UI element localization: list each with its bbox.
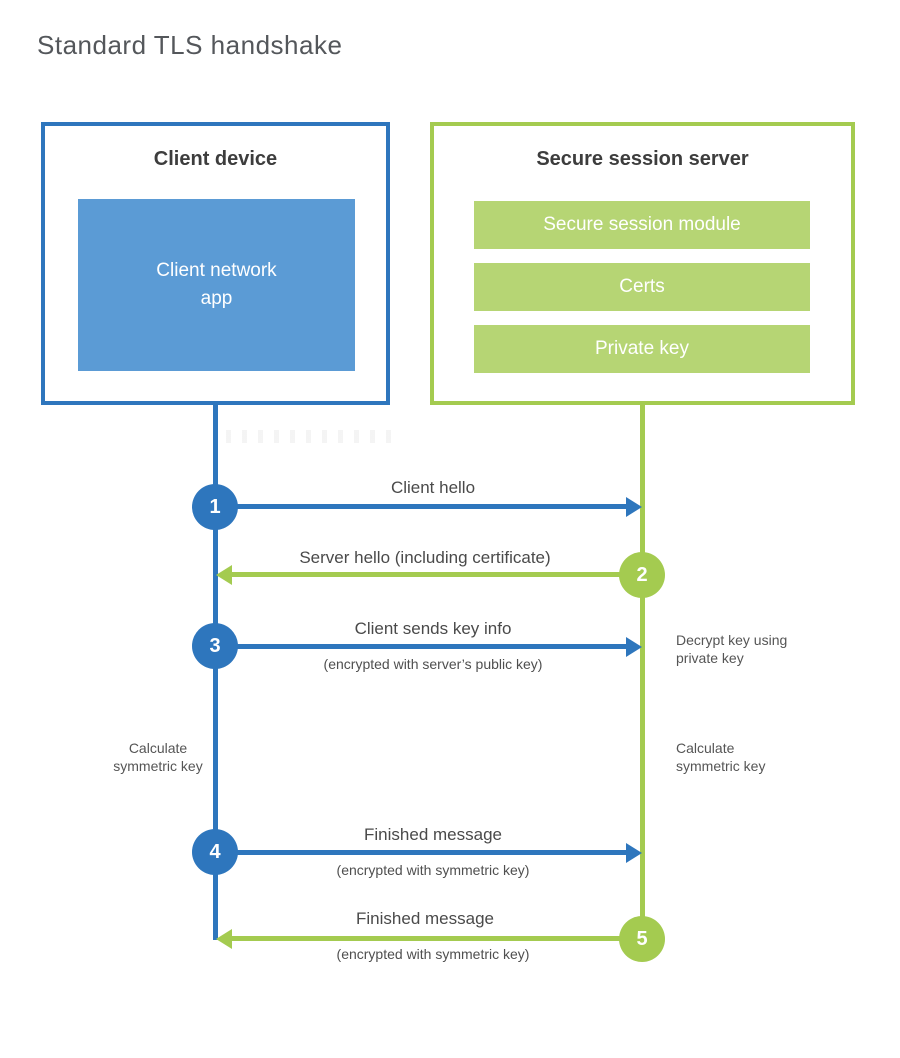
step1-arrow-line [236, 504, 628, 509]
decrypt-key-note: Decrypt key using private key [676, 632, 788, 667]
step5-badge: 5 [619, 916, 665, 962]
faint-dash-artifact [226, 430, 394, 443]
step5-arrowhead-left-icon [216, 929, 232, 949]
step3-sublabel: (encrypted with server’s public key) [323, 656, 543, 672]
step3-label: Client sends key info [354, 619, 512, 638]
calculate-symmetric-key-note-left: Calculate symmetric key [113, 740, 203, 775]
server-module-private-key: Private key [474, 325, 810, 373]
step4-badge: 4 [192, 829, 238, 875]
step5-sublabel: (encrypted with symmetric key) [336, 946, 530, 962]
step3-arrowhead-right-icon [626, 637, 642, 657]
step1-label: Client hello [390, 478, 476, 497]
step4-label: Finished message [364, 825, 502, 844]
step2-badge: 2 [619, 552, 665, 598]
calculate-symmetric-key-note-right: Calculate symmetric key [676, 740, 766, 775]
step5-arrow-line [232, 936, 640, 941]
server-module-certs: Certs [474, 263, 810, 311]
server-module-secure-session-module: Secure session module [474, 201, 810, 249]
step4-arrowhead-right-icon [626, 843, 642, 863]
client-device-box: Client device Client network app [41, 122, 390, 405]
step2-label: Server hello (including certificate) [299, 548, 551, 567]
step2-arrowhead-left-icon [216, 565, 232, 585]
secure-session-server-title: Secure session server [536, 148, 749, 170]
step5-label: Finished message [356, 909, 494, 928]
step3-badge: 3 [192, 623, 238, 669]
step1-badge: 1 [192, 484, 238, 530]
client-network-app-box: Client network app [78, 199, 355, 371]
server-lifeline [640, 405, 645, 939]
step4-arrow-line [236, 850, 628, 855]
page-title: Standard TLS handshake [37, 30, 343, 60]
step1-arrowhead-right-icon [626, 497, 642, 517]
step3-arrow-line [236, 644, 628, 649]
step2-arrow-line [232, 572, 640, 577]
client-lifeline [213, 405, 218, 940]
client-device-title: Client device [153, 148, 278, 170]
secure-session-server-box: Secure session server Secure session mod… [430, 122, 855, 405]
step4-sublabel: (encrypted with symmetric key) [336, 862, 530, 878]
